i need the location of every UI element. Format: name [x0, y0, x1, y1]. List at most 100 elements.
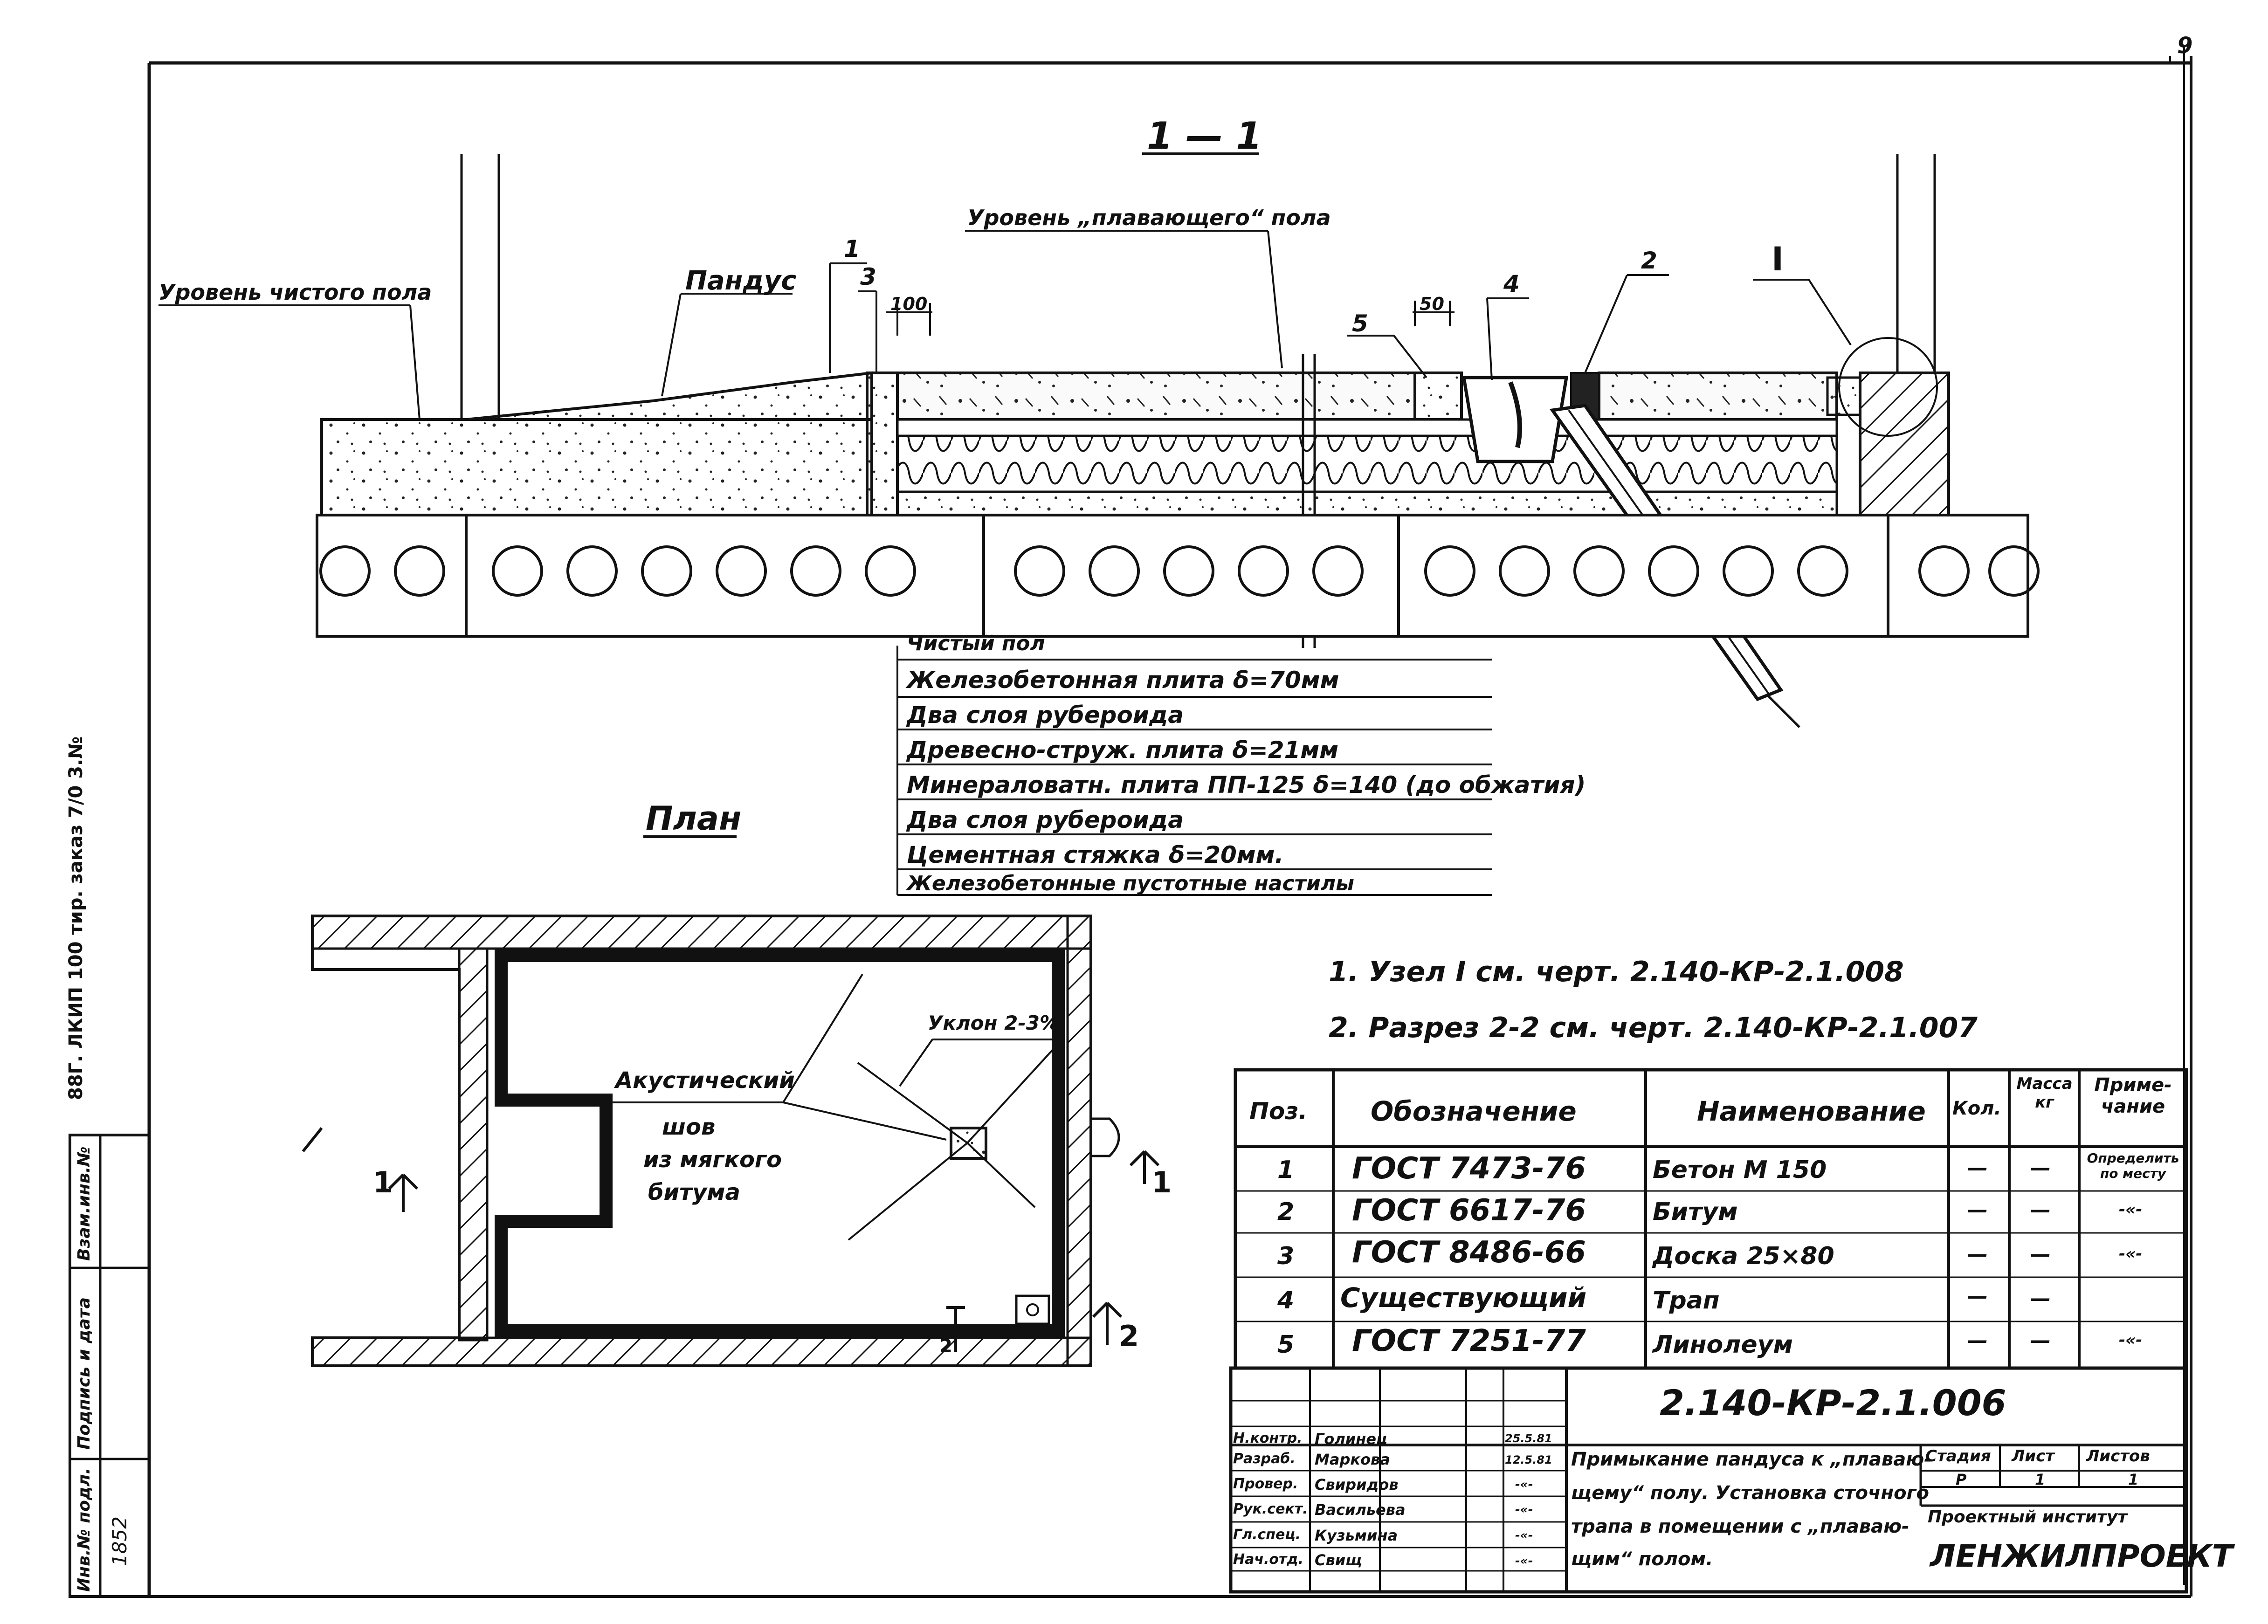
spec-row-1-note: Определить по месту — [2087, 1150, 2179, 1181]
side-stamp-replace-label: Взам.инв.№ — [75, 1146, 94, 1261]
sheet-value: 1 — [2035, 1471, 2046, 1488]
spec-row-2-designation: ГОСТ 6617-76 — [1352, 1193, 1586, 1228]
spec-row-5-name: Линолеум — [1653, 1331, 1793, 1359]
callout-pos-1: 1 — [844, 235, 860, 262]
layer-8: Железобетонные пустотные настилы — [907, 872, 1354, 895]
spec-header-mass: Масса кг — [2016, 1074, 2073, 1112]
stage-label: Стадия — [1925, 1447, 1991, 1466]
spec-row-4-mass: — — [2030, 1287, 2051, 1310]
sig-name-6: Свищ — [1315, 1551, 1362, 1569]
sig-date-5: -«- — [1515, 1528, 1533, 1542]
spec-row-2-qty: — — [1967, 1198, 1988, 1222]
sheets-label: Листов — [2086, 1447, 2150, 1466]
spec-row-3-mass: — — [2030, 1242, 2051, 1266]
layer-5: Минераловатн. плита ПП-125 δ=140 (до обж… — [907, 771, 1586, 798]
sig-name-1: Голинец — [1315, 1430, 1387, 1448]
side-stamp-signature-label: Подпись и дата — [75, 1297, 94, 1450]
sig-name-5: Кузьмина — [1315, 1527, 1398, 1544]
document-code: 2.140-КР-2.1.006 — [1660, 1382, 2006, 1424]
cut-1-right: 1 — [1151, 1165, 1172, 1199]
cut-2-right: 2 — [1119, 1319, 1139, 1353]
acoustic-seam-label-2: шов — [662, 1114, 716, 1140]
section-title: 1 — 1 — [1147, 114, 1262, 158]
stage-value: Р — [1956, 1471, 1967, 1488]
spec-row-1-mass: — — [2030, 1156, 2051, 1180]
ramp-label: Пандус — [685, 266, 797, 296]
callout-pos-2: 2 — [1641, 247, 1657, 274]
sig-role-4: Рук.сект. — [1233, 1501, 1308, 1517]
sheet-number: 9 — [2177, 33, 2193, 59]
sheets-value: 1 — [2128, 1471, 2139, 1488]
plan-view — [302, 835, 1160, 1367]
plan-title: План — [646, 799, 742, 838]
spec-row-3-qty: — — [1967, 1242, 1988, 1266]
sig-role-5: Гл.спец. — [1233, 1527, 1301, 1543]
note-1: 1. Узел I см. черт. 2.140-КР-2.1.008 — [1329, 956, 1904, 988]
layer-7: Цементная стяжка δ=20мм. — [907, 841, 1284, 868]
dim-50: 50 — [1420, 294, 1444, 314]
spec-row-5-designation: ГОСТ 7251-77 — [1352, 1324, 1586, 1358]
cut-2-bottom: 2 — [939, 1335, 952, 1357]
spec-row-3-name: Доска 25×80 — [1653, 1242, 1834, 1270]
spec-row-5-note: -«- — [2119, 1331, 2143, 1349]
spec-header-pos: Поз. — [1249, 1098, 1308, 1125]
side-print-note: 88Г. ЛКИП 100 тир. заказ 7/0 3.№ — [65, 736, 87, 1100]
sig-date-6: -«- — [1515, 1554, 1533, 1568]
spec-row-1-name: Бетон М 150 — [1653, 1156, 1827, 1184]
spec-row-2-note: -«- — [2119, 1200, 2143, 1219]
title-block-grid — [1229, 1366, 2188, 1594]
layer-6: Два слоя рубероида — [907, 806, 1184, 833]
sig-date-3: -«- — [1515, 1478, 1533, 1492]
acoustic-seam-label-1: Акустический — [615, 1067, 795, 1094]
section-leaders — [159, 230, 1852, 895]
description-line-1: Примыкание пандуса к „плаваю- — [1571, 1449, 1932, 1470]
sig-role-1: Н.контр. — [1233, 1430, 1303, 1446]
slab-voids — [319, 545, 2040, 597]
sheet-label: Лист — [2012, 1447, 2054, 1466]
spec-row-1-qty: — — [1967, 1156, 1988, 1180]
callout-node-I: I — [1772, 240, 1784, 278]
sig-role-6: Нач.отд. — [1233, 1551, 1303, 1568]
layer-rules — [897, 659, 1492, 896]
institute-label: Проектный институт — [1928, 1507, 2128, 1527]
sig-name-2: Маркова — [1315, 1451, 1390, 1468]
sig-role-2: Разраб. — [1233, 1451, 1296, 1467]
spec-row-3-note: -«- — [2119, 1245, 2143, 1263]
floating-floor-level-label: Уровень „плавающего“ пола — [967, 205, 1331, 230]
side-stamp-inv-value: 1852 — [108, 1516, 131, 1566]
cut-1-left: 1 — [373, 1165, 393, 1199]
callout-pos-3: 3 — [860, 263, 876, 290]
spec-row-3-pos: 3 — [1277, 1242, 1295, 1270]
layer-4: Древесно-струж. плита δ=21мм — [907, 736, 1339, 764]
spec-row-4-designation: Существующий — [1340, 1282, 1587, 1314]
spec-row-4-pos: 4 — [1277, 1287, 1295, 1314]
sig-role-3: Провер. — [1233, 1476, 1298, 1492]
callout-pos-4: 4 — [1503, 270, 1520, 297]
acoustic-seam-label-3: из мягкого — [643, 1147, 782, 1173]
spec-header-note: Приме-чание — [2094, 1074, 2172, 1117]
spec-header-name: Наименование — [1697, 1095, 1926, 1127]
sig-date-1: 25.5.81 — [1505, 1432, 1552, 1445]
description-line-2: щему“ полу. Установка сточного — [1571, 1482, 1929, 1504]
layer-3: Два слоя рубероида — [907, 702, 1184, 729]
clean-floor-level-label: Уровень чистого пола — [159, 280, 432, 305]
spec-row-5-qty: — — [1967, 1328, 1988, 1352]
description-line-3: трапа в помещении с „плаваю- — [1571, 1516, 1910, 1537]
spec-row-5-mass: — — [2030, 1328, 2051, 1352]
slope-label: Уклон 2-3% — [928, 1012, 1060, 1034]
spec-row-3-designation: ГОСТ 8486-66 — [1352, 1235, 1586, 1270]
sig-date-4: -«- — [1515, 1503, 1533, 1517]
dim-100: 100 — [890, 294, 928, 314]
spec-row-4-name: Трап — [1653, 1287, 1720, 1314]
layer-2: Железобетонная плита δ=70мм — [907, 667, 1339, 694]
section-1-1 — [159, 152, 2040, 896]
sig-date-2: 12.5.81 — [1505, 1453, 1552, 1466]
spec-row-1-designation: ГОСТ 7473-76 — [1352, 1151, 1586, 1186]
spec-row-2-name: Битум — [1653, 1198, 1738, 1226]
spec-row-5-pos: 5 — [1277, 1331, 1295, 1359]
side-stamp-inv-label: Инв.№ подл. — [75, 1467, 94, 1592]
layer-1: Чистый пол — [907, 632, 1045, 655]
institute-name: ЛЕНЖИЛПРОЕКТ — [1930, 1538, 2233, 1574]
spec-row-4-qty: — — [1967, 1284, 1988, 1308]
